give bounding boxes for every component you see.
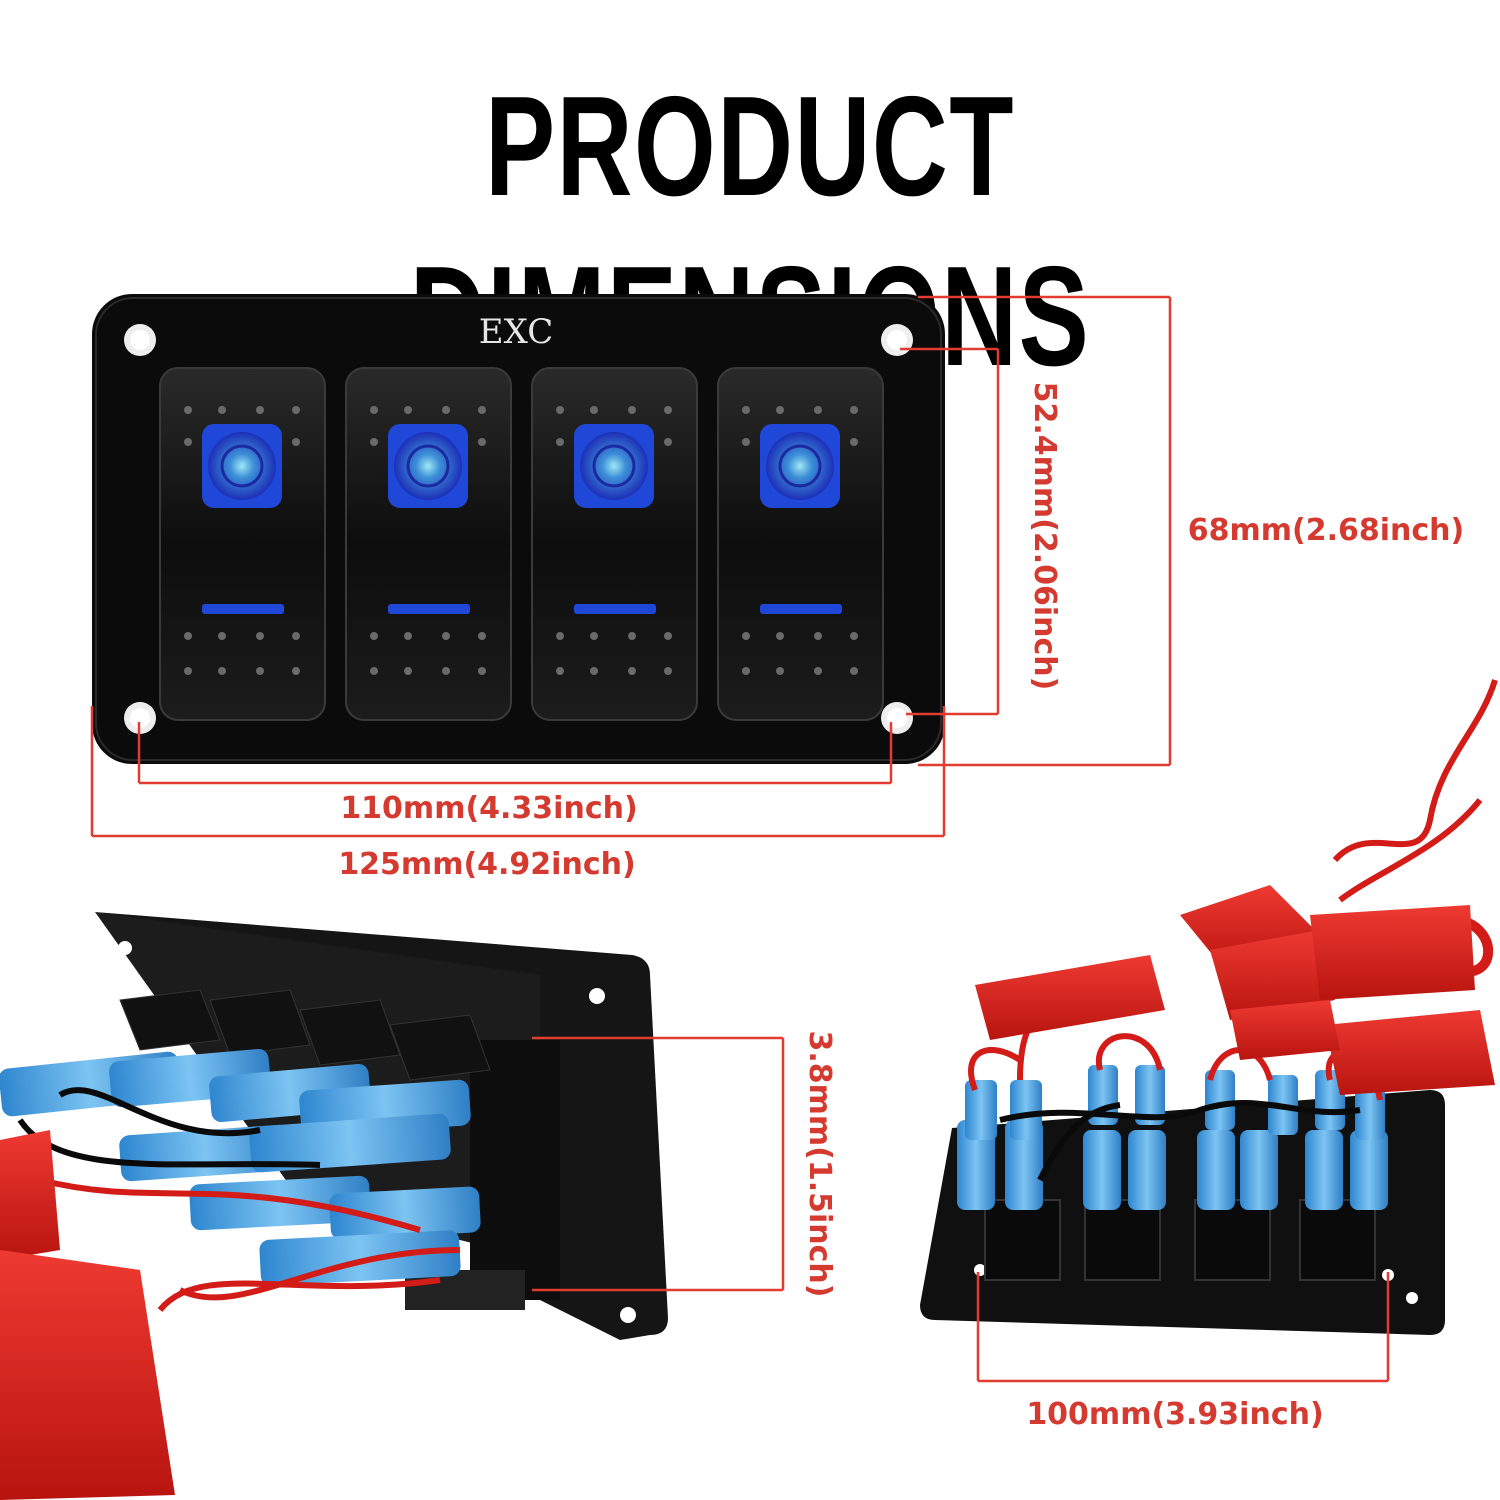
mounting-hole-icon bbox=[620, 1307, 636, 1323]
indicator-dots-icon bbox=[742, 406, 858, 446]
mounting-hole-icon bbox=[881, 324, 913, 356]
off-indicator-bar bbox=[760, 604, 842, 614]
mounting-hole-icon bbox=[589, 988, 605, 1004]
fuse-holder-icon bbox=[1210, 930, 1335, 1020]
indicator-light-icon bbox=[202, 424, 282, 508]
off-indicator-bar bbox=[388, 604, 470, 614]
off-indicator-bar bbox=[574, 604, 656, 614]
indicator-dots-icon bbox=[556, 632, 672, 675]
mounting-hole-icon bbox=[124, 702, 156, 734]
indicator-dots-icon bbox=[184, 632, 300, 675]
dimension-lines-side bbox=[532, 1036, 785, 1292]
dimension-label-rear-hole-spacing: 100mm(3.93inch) bbox=[1026, 1397, 1323, 1432]
mounting-hole-icon bbox=[881, 702, 913, 734]
indicator-dots-icon bbox=[370, 406, 486, 446]
mounting-hole-icon bbox=[124, 324, 156, 356]
brand-logo: EXC bbox=[479, 312, 553, 352]
dimension-lines-front bbox=[90, 295, 1172, 838]
rear-view-photo bbox=[920, 679, 1498, 1335]
indicator-dots-icon bbox=[742, 632, 858, 675]
indicator-dots-icon bbox=[556, 406, 672, 446]
mounting-hole-icon bbox=[118, 941, 132, 955]
off-indicator-bar bbox=[202, 604, 284, 614]
dimension-label-panel-height: 68mm(2.68inch) bbox=[1188, 513, 1465, 548]
fuse-holder-icon bbox=[975, 955, 1165, 1040]
rocker-switch[interactable] bbox=[159, 367, 326, 721]
rocker-switch[interactable] bbox=[531, 367, 698, 721]
indicator-dots-icon bbox=[184, 406, 300, 446]
fuse-holder-icon bbox=[1310, 905, 1475, 1000]
indicator-light-icon bbox=[388, 424, 468, 508]
mounting-hole-icon bbox=[1406, 1292, 1418, 1304]
indicator-light-icon bbox=[760, 424, 840, 508]
dimension-lines-rear bbox=[976, 1272, 1390, 1383]
rocker-switch[interactable] bbox=[345, 367, 512, 721]
dimension-label-hole-spacing-horizontal: 110mm(4.33inch) bbox=[340, 791, 637, 826]
rocker-switch[interactable] bbox=[717, 367, 884, 721]
dimension-label-panel-thickness: 3.8mm(1.5inch) bbox=[802, 1030, 837, 1297]
indicator-dots-icon bbox=[370, 632, 486, 675]
fuse-holder-icon bbox=[1180, 885, 1320, 970]
fuse-holder-icon bbox=[0, 1130, 60, 1260]
fuse-holder-icon bbox=[1325, 1010, 1495, 1095]
fuse-holder-icon bbox=[1230, 1000, 1340, 1060]
rocker-switches bbox=[159, 367, 884, 721]
indicator-light-icon bbox=[574, 424, 654, 508]
dimension-label-panel-width: 125mm(4.92inch) bbox=[338, 847, 635, 882]
side-view-photo bbox=[0, 912, 668, 1500]
fuse-holder-icon bbox=[0, 1250, 175, 1500]
dimension-label-hole-spacing-vertical: 52.4mm(2.06inch) bbox=[1027, 382, 1062, 691]
